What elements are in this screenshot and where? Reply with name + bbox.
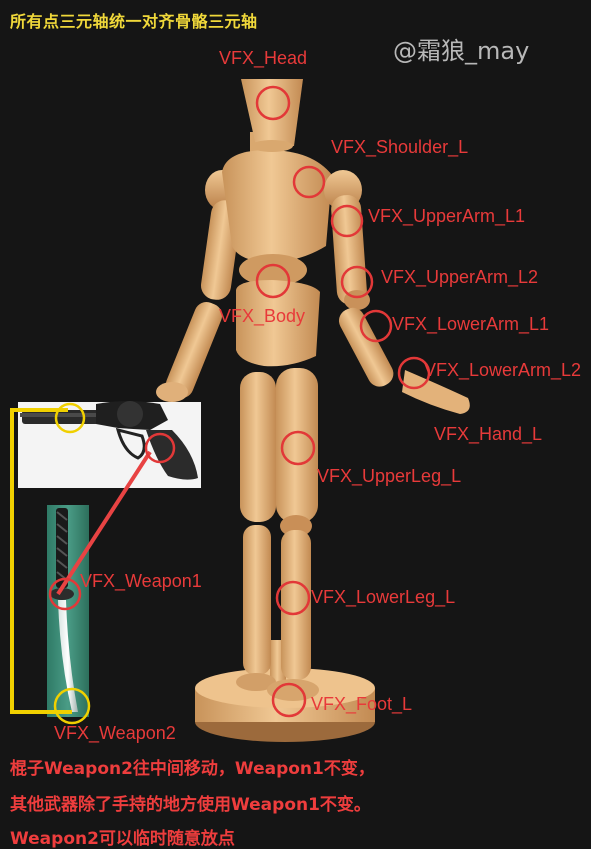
weapon1-link-line <box>56 450 152 596</box>
label-foot-l: VFX_Foot_L <box>311 694 413 714</box>
mannequin-torso <box>222 132 332 367</box>
marker-foot-l <box>271 682 307 718</box>
weapon2-link-line <box>10 408 72 714</box>
katana-image <box>47 505 89 717</box>
marker-upperleg-l <box>280 430 316 466</box>
label-weapon1: VFX_Weapon1 <box>80 571 202 591</box>
author-watermark: @霜狼_may <box>393 37 530 65</box>
mannequin-leg-left <box>267 368 319 701</box>
note-line-3: Weapon2可以临时随意放点 <box>10 829 235 849</box>
bone-markers <box>48 85 431 725</box>
label-weapon2: VFX_Weapon2 <box>54 723 176 743</box>
note-line-2: 其他武器除了手持的地方使用Weapon1不变。 <box>10 795 371 815</box>
label-upperleg-l: VFX_UpperLeg_L <box>317 466 462 486</box>
marker-gun-muzzle <box>54 402 86 434</box>
marker-weapon1 <box>48 577 82 611</box>
marker-gun-grip <box>144 432 176 464</box>
label-shoulder-l: VFX_Shoulder_L <box>331 137 469 157</box>
marker-upperarm-l1 <box>330 204 364 238</box>
label-upperarm-l2: VFX_UpperArm_L2 <box>381 267 539 287</box>
revolver-image <box>18 401 201 488</box>
marker-lowerarm-l2 <box>397 356 431 390</box>
marker-shoulder-l <box>292 165 326 199</box>
label-hand-l: VFX_Hand_L <box>434 424 543 444</box>
label-head: VFX_Head <box>219 48 308 68</box>
label-body: VFX_Body <box>219 306 306 326</box>
marker-lowerarm-l1 <box>359 309 393 343</box>
marker-weapon2 <box>53 687 91 725</box>
label-lowerleg-l: VFX_LowerLeg_L <box>311 587 456 607</box>
mannequin-leg-right <box>236 372 276 691</box>
label-lowerarm-l2: VFX_LowerArm_L2 <box>424 360 582 380</box>
note-line-1: 棍子Weapon2往中间移动，Weapon1不变， <box>10 759 375 779</box>
label-upperarm-l1: VFX_UpperArm_L1 <box>368 206 526 226</box>
page-title: 所有点三元轴统一对齐骨骼三元轴 <box>10 12 258 31</box>
marker-upperarm-l2 <box>340 265 374 299</box>
label-lowerarm-l1: VFX_LowerArm_L1 <box>392 314 550 334</box>
marker-head <box>255 85 291 121</box>
marker-body <box>255 263 291 299</box>
marker-lowerleg-l <box>275 580 311 616</box>
